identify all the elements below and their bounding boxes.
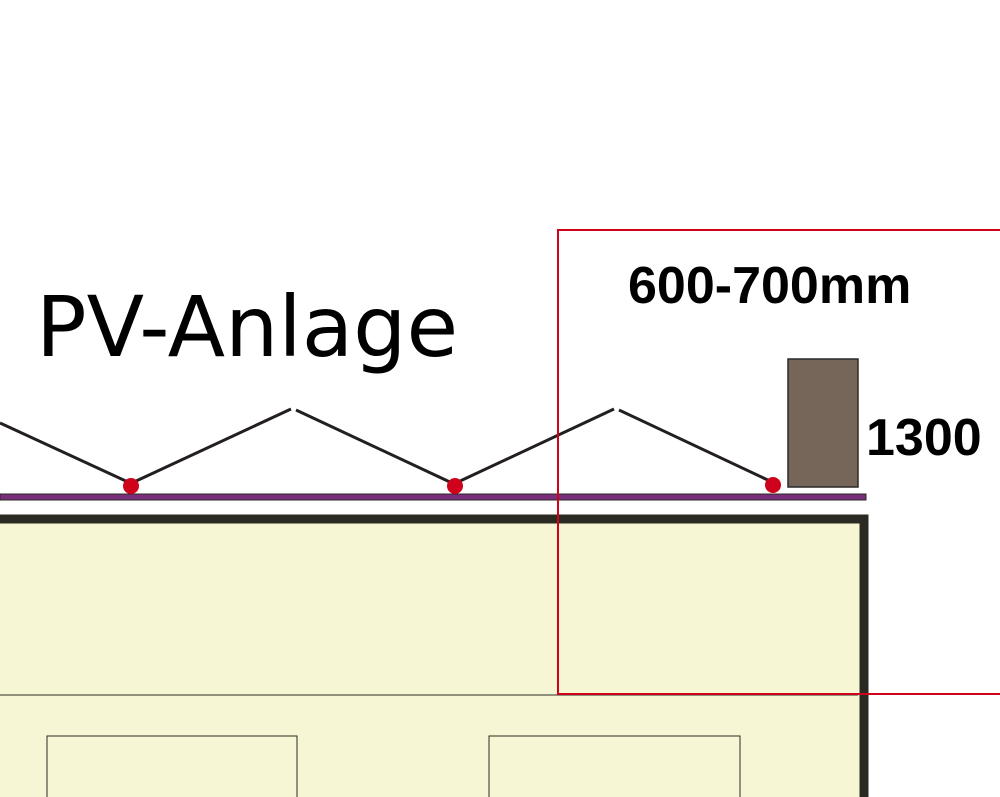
- pv-panel-4: [457, 407, 615, 484]
- building-window-left: [46, 735, 298, 797]
- red-dot-icon: [765, 477, 781, 493]
- pv-panel-3: [295, 408, 453, 485]
- red-dot-icon: [123, 478, 139, 494]
- anchor-points: [123, 477, 781, 494]
- dimension-height-label: 1300: [866, 409, 982, 467]
- pv-panel-5: [618, 408, 773, 484]
- pv-panel-2: [133, 407, 292, 484]
- red-dot-icon: [447, 478, 463, 494]
- highlight-frame: [557, 229, 1000, 695]
- equipment-box: [787, 358, 859, 488]
- building-window-right: [488, 735, 741, 797]
- roof-membrane-strip: [0, 493, 867, 501]
- building: [0, 514, 869, 797]
- diagram-title: PV-Anlage: [36, 278, 458, 376]
- roof-membrane: [0, 493, 867, 501]
- pv-panels: [0, 407, 773, 485]
- pv-panel-1: [0, 421, 129, 484]
- building-wall: [0, 514, 869, 797]
- dimension-spacing-label: 600-700mm: [628, 257, 911, 315]
